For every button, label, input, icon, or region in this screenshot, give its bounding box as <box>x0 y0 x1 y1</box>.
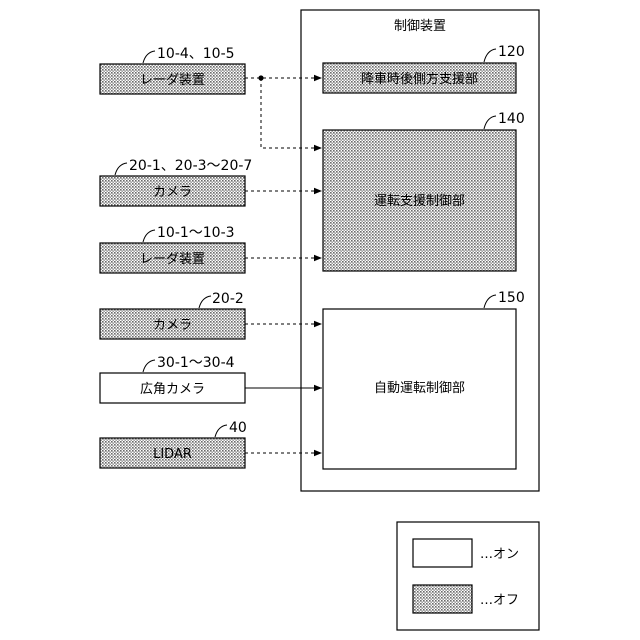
ref-120: 120 <box>498 44 525 60</box>
controller-title: 制御装置 <box>394 19 446 34</box>
ref-lidar: 40 <box>229 420 247 436</box>
ref-camera-single: 20-2 <box>212 291 244 307</box>
legend-off-label: …オフ <box>480 593 519 608</box>
ref-camera-multi: 20-1、20-3～20-7 <box>129 158 252 174</box>
ref-leader-radar-rear <box>143 51 155 63</box>
legend-on-label: …オン <box>480 547 519 562</box>
ref-wide-camera: 30-1～30-4 <box>157 355 235 371</box>
ref-leader-camera-multi <box>115 163 127 175</box>
ref-radar-front: 10-1～10-3 <box>157 225 235 241</box>
ref-140: 140 <box>498 111 525 127</box>
camera-single-label: カメラ <box>153 318 192 333</box>
ref-leader-camera-single <box>199 296 211 308</box>
ref-leader-150 <box>484 295 496 308</box>
ref-leader-140 <box>484 116 496 129</box>
legend-off-swatch <box>413 585 472 613</box>
driving-support-label: 運転支援制御部 <box>374 194 465 209</box>
lidar-label: LIDAR <box>153 447 192 462</box>
radar-front-label: レーダ装置 <box>140 252 205 267</box>
radar-rear-label: レーダ装置 <box>140 73 205 88</box>
camera-multi-label: カメラ <box>153 185 192 200</box>
ref-150: 150 <box>498 290 525 306</box>
legend-on-swatch <box>413 539 472 567</box>
rear-side-support-label: 降車時後側方支援部 <box>361 71 478 87</box>
ref-radar-rear: 10-4、10-5 <box>157 46 235 62</box>
arrow-radar-rear-to-140 <box>261 78 322 148</box>
ref-leader-radar-front <box>143 230 155 242</box>
auto-driving-label: 自動運転制御部 <box>374 381 465 396</box>
ref-leader-120 <box>484 49 496 62</box>
wide-camera-label: 広角カメラ <box>140 382 205 397</box>
legend-frame <box>397 522 539 630</box>
ref-leader-lidar <box>215 425 227 437</box>
ref-leader-wide-camera <box>143 360 155 372</box>
